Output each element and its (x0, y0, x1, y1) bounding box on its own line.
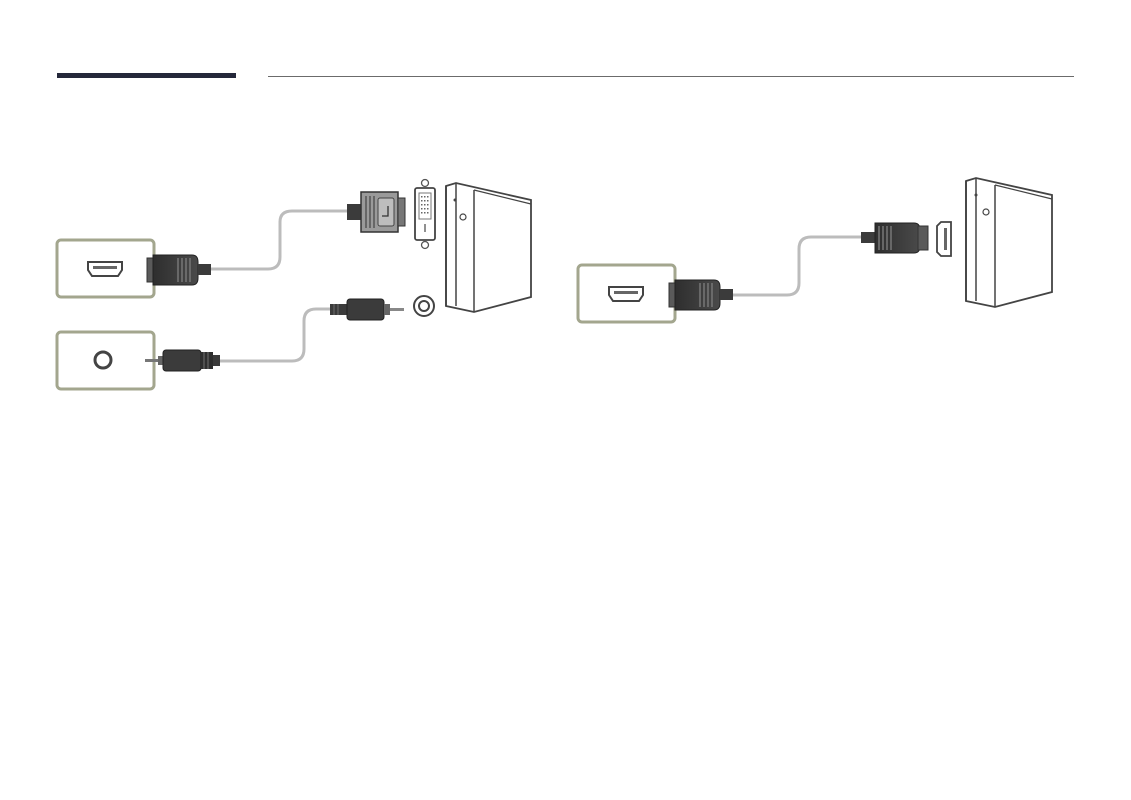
hdmi-plug-icon (147, 255, 211, 285)
pc-hdmi-plug-icon (861, 223, 928, 253)
pc-dvi-port-icon (415, 180, 435, 249)
dvi-plug-icon (347, 192, 405, 232)
stereo-audio-cable (219, 309, 330, 361)
pc-audio-plug-icon (330, 299, 404, 320)
pc-audio-port-icon (414, 296, 434, 316)
hdmi-to-dvi-cable (211, 211, 347, 269)
hdmi-port-icon (609, 287, 643, 301)
hdmi-port-icon (88, 262, 122, 276)
diagram-left (57, 180, 531, 390)
hdmi-cable (733, 237, 861, 295)
monitor-hdmi-port-panel (57, 240, 154, 297)
audio-plug-icon (145, 350, 220, 371)
hdmi-plug-icon (669, 280, 733, 310)
audio-jack-icon (95, 352, 111, 368)
monitor-audio-port-panel (57, 332, 154, 389)
pc-tower-icon (446, 183, 531, 312)
monitor-hdmi-port-panel (578, 265, 675, 322)
diagram-right (578, 178, 1052, 322)
pc-tower-icon (966, 178, 1052, 307)
pc-hdmi-port-icon (937, 222, 951, 256)
